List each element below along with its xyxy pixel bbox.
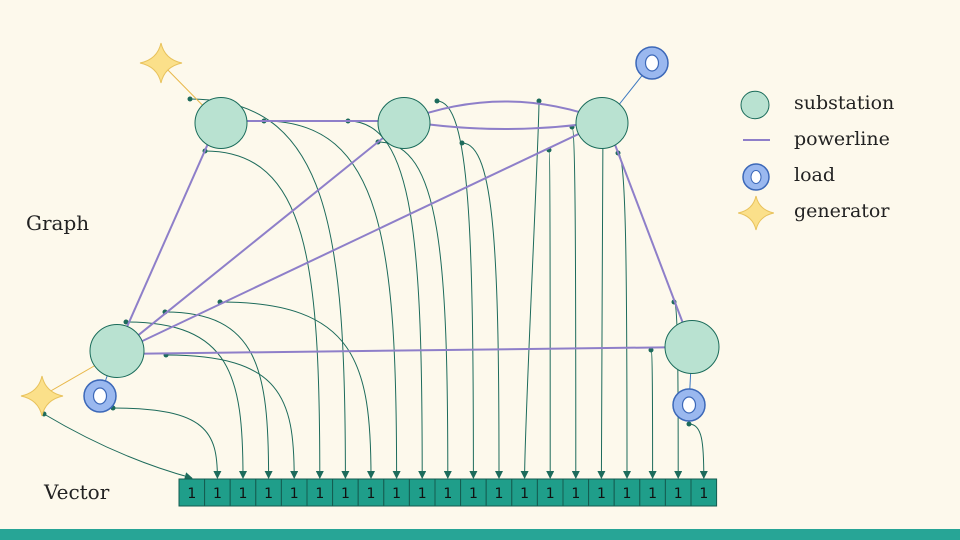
vector-cell-value: 1 xyxy=(699,486,708,502)
connector-arrow xyxy=(125,321,247,479)
vector-cell-value: 1 xyxy=(367,486,376,502)
connector-arrow xyxy=(43,413,193,481)
connector-arrow xyxy=(112,407,222,479)
connector-arrow xyxy=(688,423,708,479)
legend-substation-icon xyxy=(740,90,770,120)
powerline-d-c xyxy=(114,120,607,355)
vector-cell xyxy=(588,478,615,507)
vector-cell-value: 1 xyxy=(648,486,657,502)
vector-cell-value: 1 xyxy=(341,486,350,502)
connector-arrow xyxy=(347,120,427,479)
vector-cell xyxy=(562,478,590,507)
vector-cell xyxy=(204,478,231,507)
vector-cell-value: 1 xyxy=(418,486,427,502)
load-node-right-hole xyxy=(681,396,697,414)
substation-node xyxy=(89,324,145,378)
vector-cell-value: 1 xyxy=(443,486,452,502)
legend xyxy=(738,90,774,231)
connector-arrow xyxy=(189,98,350,479)
vector-cell-value: 1 xyxy=(187,486,196,502)
substation-node xyxy=(194,97,248,149)
substation-node xyxy=(664,320,720,374)
vector-cell-value: 1 xyxy=(597,486,606,502)
connector-arrow xyxy=(219,301,375,479)
connector-arrow xyxy=(377,141,452,479)
connector-arrow xyxy=(617,152,631,479)
connector-dot xyxy=(434,98,440,104)
generator-node-top xyxy=(139,42,183,84)
vector-cell xyxy=(280,478,308,507)
vector-cell-value: 1 xyxy=(315,486,324,502)
legend-load-label: load xyxy=(794,164,836,186)
vector-cell xyxy=(357,478,385,507)
generator-node-bottom xyxy=(20,375,64,417)
powerline-d-e xyxy=(114,346,693,355)
bottom-accent-bar xyxy=(0,529,960,540)
vector-cell xyxy=(434,478,462,507)
connector-dot xyxy=(686,421,692,427)
vector-cell-value: 1 xyxy=(392,486,401,502)
legend-load-icon-hole xyxy=(750,170,762,184)
legend-substation-label: substation xyxy=(794,92,895,114)
powerline-c-e xyxy=(605,120,693,348)
powerline-b-c-upper xyxy=(403,100,607,122)
vector-cell-value: 1 xyxy=(623,486,632,502)
vector-cell-value: 1 xyxy=(213,486,222,502)
vector-cell xyxy=(255,478,282,507)
connector-arrow xyxy=(648,349,657,479)
connector-arrow xyxy=(165,354,299,479)
powerlines xyxy=(41,62,693,406)
vector-cell-value: 1 xyxy=(264,486,273,502)
substation-node xyxy=(377,97,431,149)
vector-cell xyxy=(511,478,538,507)
connector-arrow xyxy=(164,311,273,479)
connector-dot xyxy=(123,319,129,325)
powerline-a-d xyxy=(114,120,219,355)
connector-dot xyxy=(648,347,654,353)
vector-connectors xyxy=(41,96,708,481)
vector-cell xyxy=(639,478,666,507)
connector-arrow xyxy=(204,150,324,479)
connector-dot xyxy=(187,96,193,102)
vector-cell-value: 1 xyxy=(290,486,299,502)
legend-powerline-label: powerline xyxy=(794,128,890,150)
substation-node xyxy=(575,97,629,149)
vector-cell xyxy=(332,478,359,507)
load-node-left-hole xyxy=(92,387,108,405)
connector-arrow xyxy=(436,100,478,479)
vector-cell xyxy=(536,478,564,507)
vector-cell-value: 1 xyxy=(469,486,478,502)
vector-cell-value: 1 xyxy=(520,486,529,502)
legend-generator-icon xyxy=(738,195,774,231)
connector-dot xyxy=(536,98,542,104)
connector-dot xyxy=(459,140,465,146)
vector-cell xyxy=(460,478,487,507)
vector-cell-value: 1 xyxy=(674,486,683,502)
vector-cell xyxy=(408,478,436,507)
vector-cell-value: 1 xyxy=(571,486,580,502)
powerline-d-b xyxy=(114,120,405,355)
connector-arrow xyxy=(461,142,503,479)
vector-cell xyxy=(229,478,257,507)
legend-generator-label: generator xyxy=(794,200,890,222)
vector-cell xyxy=(690,478,718,507)
vector-label: Vector xyxy=(44,480,110,504)
vector-cell xyxy=(306,478,334,507)
vector-cell-value: 1 xyxy=(239,486,248,502)
connector-arrow xyxy=(597,119,606,479)
vector-cell xyxy=(178,478,206,507)
graph-nodes xyxy=(20,42,720,422)
connector-arrow xyxy=(546,149,555,479)
connector-arrow xyxy=(571,126,580,479)
load-node-top-hole xyxy=(644,54,660,72)
connector-arrow xyxy=(263,120,401,479)
graph-label: Graph xyxy=(26,211,90,235)
vector-cell-value: 1 xyxy=(546,486,555,502)
vector-cell-value: 1 xyxy=(495,486,504,502)
